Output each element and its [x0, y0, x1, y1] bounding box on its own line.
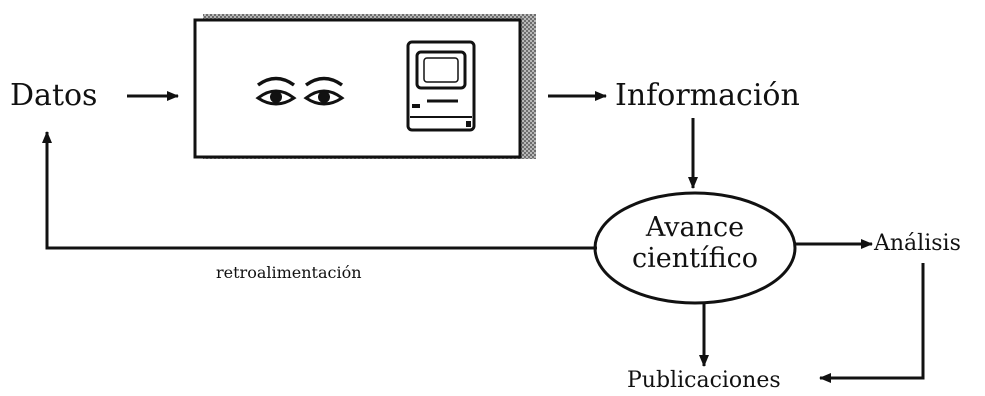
- avance-line-1: Avance: [645, 212, 745, 243]
- feedback-label: retroalimentación: [216, 263, 362, 282]
- node-avance-cientifico: Avance científico: [595, 212, 795, 274]
- node-publicaciones: Publicaciones: [627, 368, 781, 393]
- left-eye-icon: [255, 76, 297, 106]
- node-informacion: Información: [615, 78, 800, 113]
- avance-line-2: científico: [632, 243, 758, 275]
- node-datos: Datos: [10, 78, 98, 113]
- node-analisis: Análisis: [874, 231, 961, 256]
- eyes-icon: [255, 76, 345, 106]
- processing-box: [193, 14, 536, 159]
- right-eye-icon: [303, 76, 345, 106]
- computer-icon: [406, 40, 476, 132]
- arrow-feedback-to-datos: [42, 131, 597, 250]
- arrow-analisis-to-publicaciones: [819, 263, 925, 383]
